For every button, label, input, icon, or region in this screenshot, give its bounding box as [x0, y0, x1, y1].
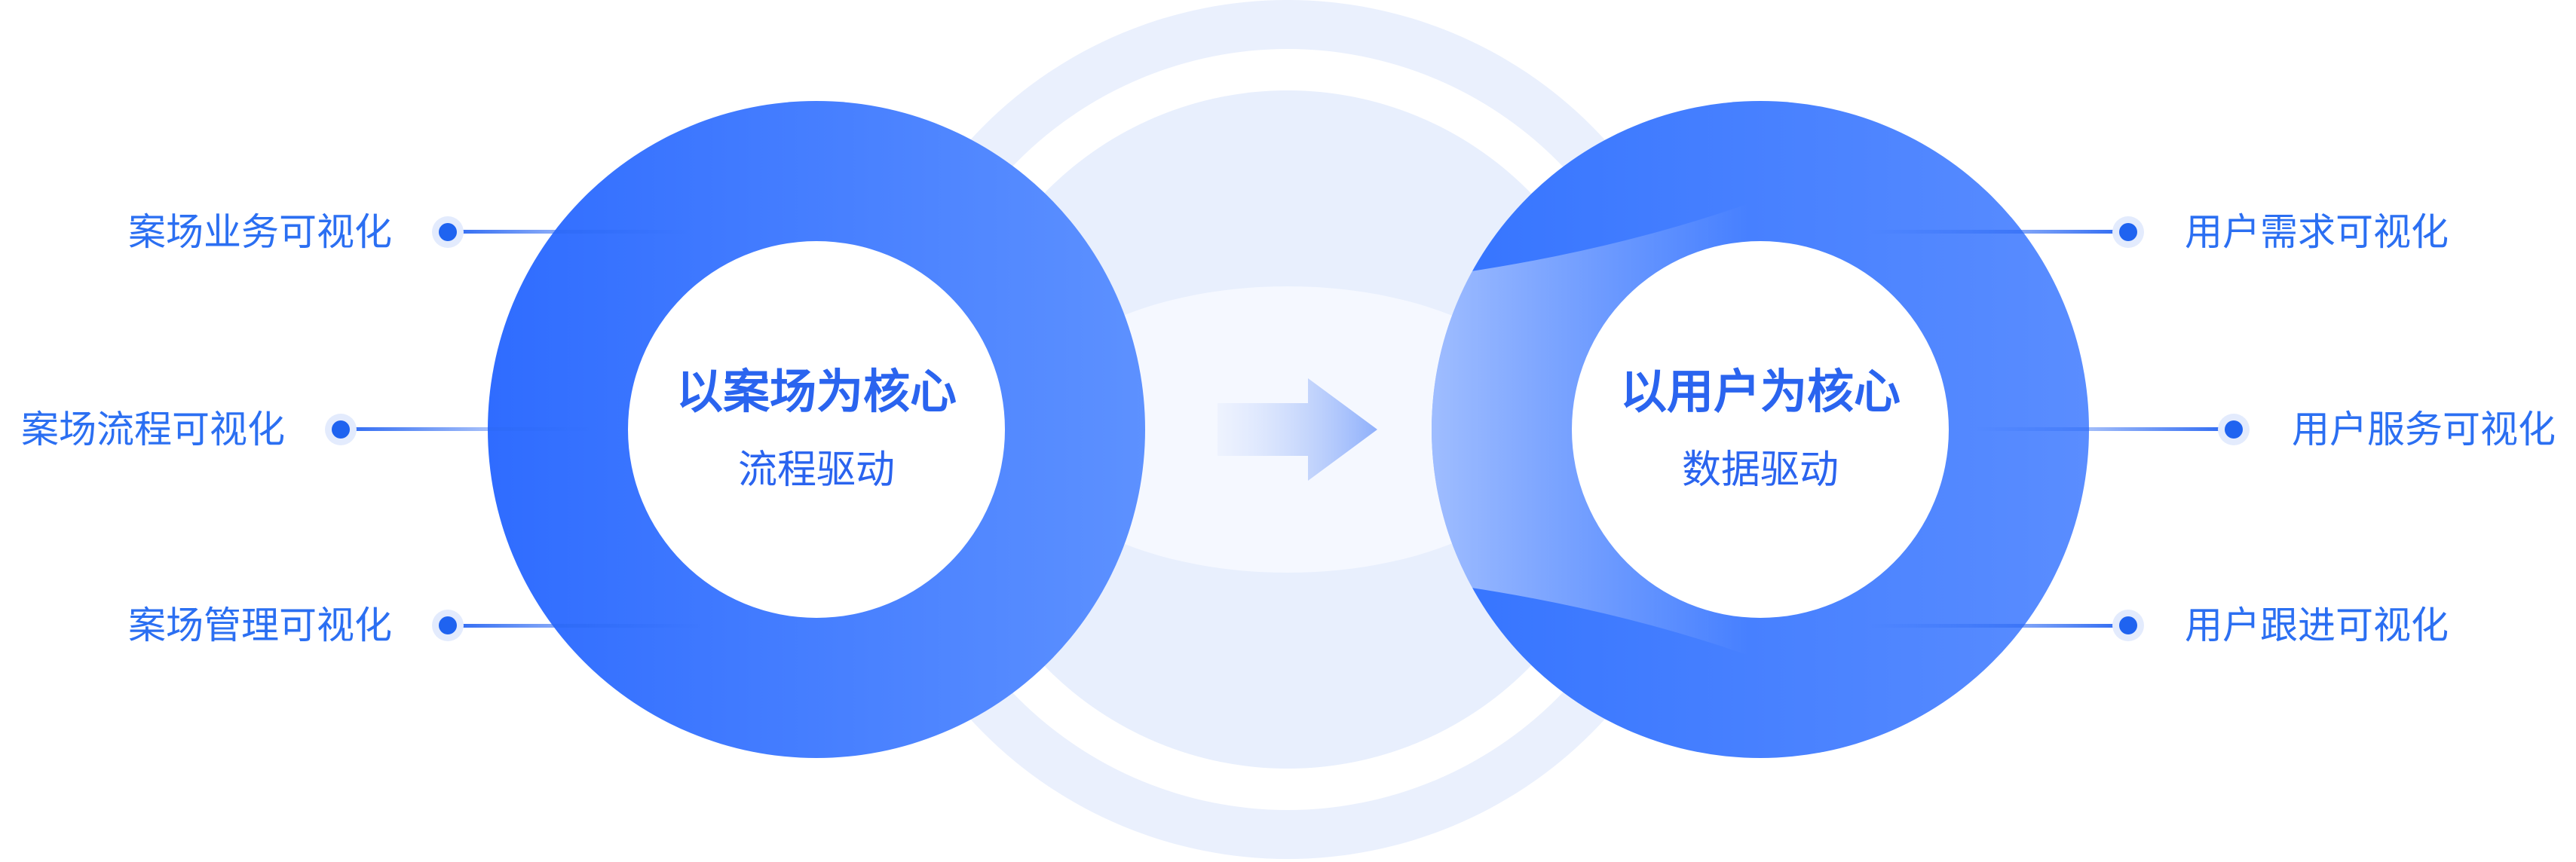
left-ring-hole [628, 241, 1005, 618]
connector-line [341, 427, 597, 431]
connector-dot [2225, 420, 2243, 439]
connector-line [448, 230, 689, 234]
right-item-2-label: 用户服务可视化 [2292, 408, 2556, 451]
right-ring-hole [1572, 241, 1949, 618]
right-item-1-label: 用户需求可视化 [2185, 210, 2449, 254]
connector-dot [332, 420, 350, 439]
left-item-3-label: 案场管理可视化 [128, 604, 392, 647]
right-item-3-label: 用户跟进可视化 [2185, 604, 2449, 647]
left-node-subtitle: 流程驱动 [737, 448, 895, 493]
left-connectors [325, 216, 704, 641]
right-arrow-icon [1218, 378, 1377, 481]
right-node-title: 以用户为核心 [1619, 364, 1901, 419]
right-node-subtitle: 数据驱动 [1681, 448, 1839, 493]
left-item-2-label: 案场流程可视化 [21, 408, 285, 451]
connector-line [1975, 427, 2234, 431]
connector-line [1870, 230, 2128, 234]
left-node-title: 以案场为核心 [675, 364, 957, 419]
connector-dot [2119, 616, 2137, 634]
connector-line [448, 624, 704, 628]
right-ring [1432, 101, 2089, 758]
connector-dot [439, 223, 457, 241]
left-ring [488, 101, 1145, 758]
connector-line [1870, 624, 2128, 628]
right-connectors [1870, 216, 2250, 641]
connector-dot [2119, 223, 2137, 241]
left-item-1-label: 案场业务可视化 [128, 210, 392, 254]
connector-dot [439, 616, 457, 634]
